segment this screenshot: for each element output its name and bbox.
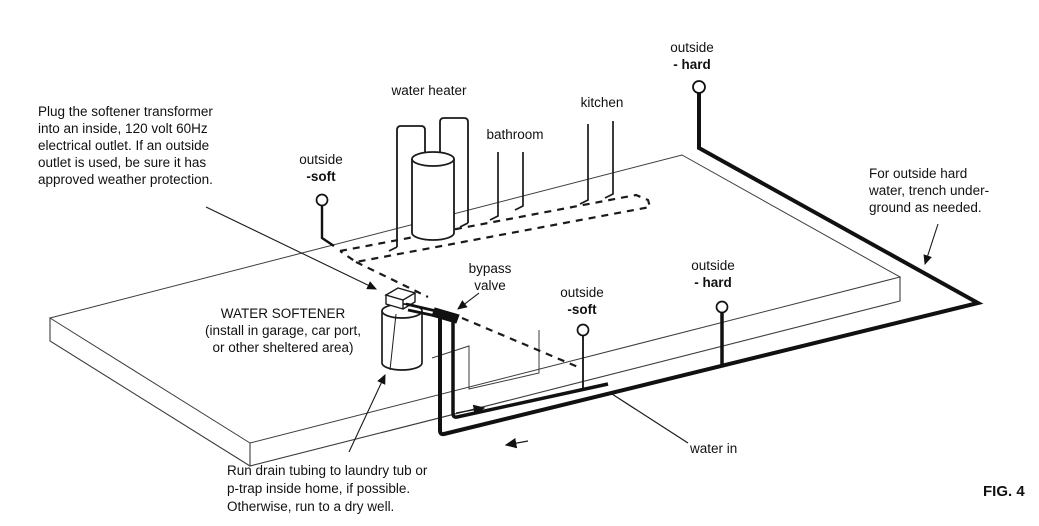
water-softener-title: WATER SOFTENER xyxy=(220,306,346,321)
outside-soft-left-label: outside -soft xyxy=(299,151,343,185)
outside-hard-mid-label: outside - hard xyxy=(691,257,735,291)
water-in-label: water in xyxy=(690,441,738,456)
water-softener-tank xyxy=(381,311,423,371)
water-softener-label: WATER SOFTENER (install in garage, car p… xyxy=(205,305,361,356)
transformer-pointer-arrow xyxy=(205,206,377,290)
softener-drain-tube xyxy=(389,313,397,371)
faucet-symbol-outside-hard-mid xyxy=(715,300,729,314)
bypass-valve-label: bypass valve xyxy=(469,260,512,294)
water-heater-label: water heater xyxy=(391,83,467,98)
water-in-pointer-line xyxy=(611,393,689,444)
water-softener-subtitle: (install in garage, car port, xyxy=(204,323,362,338)
hard-word: - hard xyxy=(694,275,732,290)
outside-soft-left-stub xyxy=(320,206,335,247)
outside-word: outside xyxy=(299,152,343,167)
bathroom-label: bathroom xyxy=(486,127,544,142)
drain-pointer-arrow xyxy=(348,374,386,453)
water-heater-tank-top xyxy=(411,151,455,167)
water-heater-pipes xyxy=(388,117,469,252)
transformer-note-line: into an inside, 120 volt 60Hz xyxy=(38,121,208,136)
transformer-note-line: approved weather protection. xyxy=(38,172,213,187)
kitchen-label: kitchen xyxy=(580,95,624,110)
drain-note-line: Run drain tubing to laundry tub or xyxy=(227,463,428,478)
outside-word: outside xyxy=(560,285,604,300)
trench-note: For outside hard water, trench under- gr… xyxy=(869,165,989,216)
bypass-valve-body xyxy=(431,307,460,324)
outside-word: outside xyxy=(670,40,714,55)
trench-note-line: water, trench under- xyxy=(869,183,990,198)
figure-caption: FIG. 4 xyxy=(983,483,1025,500)
hard-water-main-pipe xyxy=(438,93,984,437)
trench-note-line: For outside hard xyxy=(869,166,968,181)
transformer-note-line: Plug the softener transformer xyxy=(38,104,213,119)
slab-top-face xyxy=(48,154,902,444)
faucet-symbol-outside-soft-mid xyxy=(576,323,590,337)
slab-notch-step xyxy=(431,330,540,390)
water-softener-subtitle: or other sheltered area) xyxy=(212,340,354,355)
slab-side-faces xyxy=(49,277,901,467)
soft-word: -soft xyxy=(306,169,336,184)
drain-note-line: Otherwise, run to a dry well. xyxy=(227,499,395,514)
drain-note: Run drain tubing to laundry tub or p-tra… xyxy=(227,462,427,516)
outside-word: outside xyxy=(691,258,735,273)
trench-pointer-arrow xyxy=(923,223,939,266)
bypass-valve-line: bypass xyxy=(468,261,512,276)
bathroom-pipes xyxy=(489,152,524,221)
drain-note-line: p-trap inside home, if possible. xyxy=(227,481,411,496)
hard-word: - hard xyxy=(673,57,711,72)
bypass-pointer-arrow xyxy=(457,292,480,310)
trench-note-line: ground as needed. xyxy=(869,200,982,215)
soft-water-pipe xyxy=(451,318,609,419)
flow-arrow-right xyxy=(455,404,486,415)
soft-word: -soft xyxy=(567,302,597,317)
flow-arrow-left xyxy=(504,438,529,449)
transformer-note-line: electrical outlet. If an outside xyxy=(38,138,210,153)
outside-hard-top-label: outside - hard xyxy=(670,39,714,73)
bypass-valve-line: valve xyxy=(474,278,506,293)
kitchen-pipes xyxy=(579,121,614,205)
transformer-note: Plug the softener transformer into an in… xyxy=(38,103,213,188)
outside-soft-mid-label: outside -soft xyxy=(560,284,604,318)
transformer-note-line: outlet is used, be sure it has xyxy=(38,155,207,170)
faucet-symbol-outside-hard-top xyxy=(692,80,706,94)
faucet-symbol-outside-soft-left xyxy=(315,193,329,207)
house-soft-loop-dashed xyxy=(339,193,652,298)
soft-branch-to-outside-dashed xyxy=(461,316,579,369)
water-heater-tank xyxy=(411,159,455,241)
